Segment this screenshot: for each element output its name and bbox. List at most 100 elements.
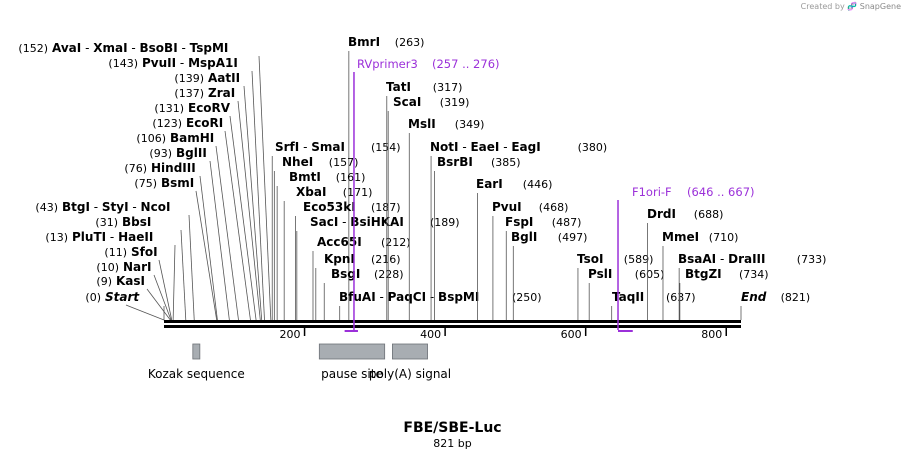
- site-leader: [125, 304, 165, 321]
- site-group-bmri: BmrI(263): [348, 35, 424, 320]
- site-name-xmai: XmaI: [93, 41, 127, 55]
- site-name-eari: EarI: [476, 177, 503, 191]
- site-group-end: End(821): [740, 290, 810, 320]
- feature-kozak-sequence: Kozak sequence: [148, 343, 245, 381]
- backbone-bottom-strand: [164, 325, 741, 328]
- site-group-start: (0)Start: [85, 290, 165, 321]
- feature-box: [192, 343, 201, 360]
- site-label: BbsI: [122, 215, 151, 229]
- site-label: EcoRV: [188, 101, 231, 115]
- site-name-noti: NotI: [430, 140, 459, 154]
- site-position: (154): [371, 141, 401, 154]
- site-label: MslI: [408, 117, 436, 131]
- site-position: (157): [329, 156, 359, 169]
- site-name-bspmi: BspMI: [438, 290, 479, 304]
- site-separator: -: [106, 230, 118, 244]
- site-position: (216): [371, 253, 401, 266]
- site-name-kasi: KasI: [116, 274, 145, 288]
- site-label: BtgI - StyI - NcoI: [62, 200, 170, 214]
- site-name-btgzi: BtgZI: [685, 267, 722, 281]
- site-position: (106): [136, 132, 166, 145]
- site-group-zrai: (137)ZraI: [174, 86, 261, 321]
- site-group-scai: ScaI(319): [387, 95, 469, 320]
- site-group-pluti-haeii: (13)PluTI - HaeII: [45, 230, 176, 321]
- site-group-bmti: BmtI (161): [276, 170, 366, 320]
- site-name-mspa1i: MspA1I: [188, 56, 238, 70]
- site-label: Eco53kI: [303, 200, 356, 214]
- site-group-taqii: TaqII(637): [611, 290, 696, 320]
- site-position: (75): [134, 177, 157, 190]
- site-label: KasI: [116, 274, 145, 288]
- site-group-psli: PslI(605): [588, 267, 664, 320]
- site-group-bsrbi: BsrBI(385): [434, 155, 521, 320]
- site-group-eari: EarI (446): [476, 177, 552, 320]
- site-label: BsaAI - DraIII: [678, 252, 765, 266]
- site-separator: -: [499, 140, 511, 154]
- site-leader: [158, 259, 173, 321]
- primer-name: RVprimer3: [357, 57, 418, 71]
- site-label: XbaI: [296, 185, 326, 199]
- site-position: (446): [523, 178, 553, 191]
- site-position: (734): [739, 268, 769, 281]
- site-group-fspi: FspI(487): [505, 215, 581, 320]
- primer-rvprimer3: RVprimer3(257 .. 276): [344, 57, 500, 332]
- site-group-msli: MslI (349): [408, 117, 484, 320]
- site-name-bsihkai: BsiHKAI: [350, 215, 404, 229]
- site-leader: [229, 115, 257, 321]
- site-leader: [224, 130, 251, 321]
- site-separator: -: [338, 215, 350, 229]
- site-separator: -: [81, 41, 93, 55]
- site-label: DrdI: [647, 207, 676, 221]
- feature-label: poly(A) signal: [369, 367, 451, 381]
- site-label: PluTI - HaeII: [72, 230, 153, 244]
- site-name-paqci: PaqCI: [388, 290, 426, 304]
- site-position: (152): [18, 42, 48, 55]
- site-position: (349): [455, 118, 485, 131]
- site-position: (161): [336, 171, 366, 184]
- site-name-mmei: MmeI: [662, 230, 699, 244]
- site-group-noti-eaei-eagi: NotI - EaeI - EagI(380): [430, 140, 607, 320]
- site-position: (189): [430, 216, 460, 229]
- site-position: (171): [343, 186, 373, 199]
- site-name-draiii: DraIII: [728, 252, 765, 266]
- site-label: ScaI: [393, 95, 421, 109]
- site-name-start: Start: [105, 290, 140, 304]
- site-name-scai: ScaI: [393, 95, 421, 109]
- site-group-bfuai-paqci-bspmi: BfuAI - PaqCI - BspMI(250): [339, 290, 542, 320]
- site-name-ecorv: EcoRV: [188, 101, 231, 115]
- site-name-tsoi: TsoI: [577, 252, 603, 266]
- credit-prefix: Created by: [800, 2, 845, 11]
- site-leader: [188, 214, 195, 321]
- site-label: BmtI: [289, 170, 321, 184]
- site-label: BglI: [511, 230, 537, 244]
- site-leader: [199, 175, 218, 321]
- site-group-tsoi: TsoI (589): [577, 252, 653, 320]
- site-group-pvuii-mspa1i: (143)PvuII - MspA1I: [108, 56, 265, 321]
- site-name-pvuii: PvuII: [142, 56, 176, 70]
- site-group-srfi-smai: SrfI - SmaI(154): [271, 140, 401, 320]
- site-leader: [180, 229, 187, 321]
- site-leader: [209, 160, 230, 321]
- site-group-bbsi: (31)BbsI: [95, 215, 187, 321]
- site-label: EarI: [476, 177, 503, 191]
- site-label: ZraI: [208, 86, 235, 100]
- site-leader: [237, 100, 261, 321]
- scale-label: 400: [420, 328, 441, 341]
- site-position: (589): [624, 253, 654, 266]
- site-name-bsrbi: BsrBI: [437, 155, 473, 169]
- site-name-tati: TatI: [386, 80, 411, 94]
- site-group-eco53ki: Eco53kI(187): [295, 200, 401, 320]
- site-name-pvui: PvuI: [492, 200, 522, 214]
- site-position: (468): [539, 201, 569, 214]
- site-label: KpnI: [324, 252, 355, 266]
- site-name-hindiii: HindIII: [151, 161, 196, 175]
- site-name-bsmi: BsmI: [161, 176, 194, 190]
- site-name-xbai: XbaI: [296, 185, 326, 199]
- site-group-ecori: (123)EcoRI: [152, 116, 251, 321]
- site-label: HindIII: [151, 161, 196, 175]
- site-position: (250): [512, 291, 542, 304]
- site-label: Acc65I: [317, 235, 362, 249]
- site-group-bamhi: (106)BamHI: [136, 131, 239, 321]
- site-group-bgli: BglI(497): [511, 230, 587, 320]
